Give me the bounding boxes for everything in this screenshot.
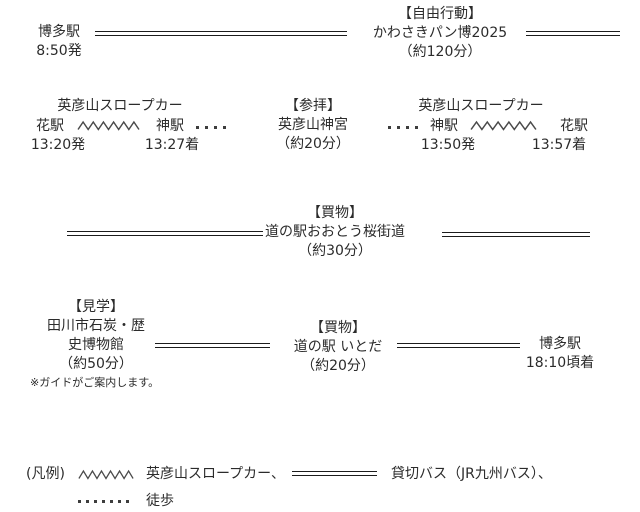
visit-duration: （約20分） — [276, 136, 350, 152]
bus-double-line — [442, 232, 590, 237]
slopecar1-title: 英彦山スロープカー — [57, 98, 183, 114]
shopping-duration: （約30分） — [298, 243, 372, 259]
museum-node: 【見学】 田川市石炭・歴 史博物館 （約50分） — [28, 298, 164, 374]
slopecar1-dep-time: 13:20発 — [30, 137, 86, 153]
depart-time: 8:50発 — [36, 43, 82, 59]
slopecar-wavy-line-icon — [77, 120, 140, 131]
shopping2-node: 【買物】 道の駅 いとだ （約20分） — [277, 319, 399, 376]
bus-double-line — [155, 343, 270, 348]
museum-duration: （約50分） — [59, 356, 133, 372]
shopping1-node: 【買物】 道の駅おおとう桜街道 （約30分） — [262, 204, 408, 261]
activity-duration: （約120分） — [398, 44, 482, 60]
station-name: 博多駅 — [539, 336, 581, 352]
slopecar2-arr-time: 13:57着 — [531, 137, 587, 153]
shopping-tag: 【買物】 — [310, 320, 366, 336]
legend-slopecar-label: 英彦山スロープカー、 — [146, 466, 286, 482]
legend-label: (凡例) — [26, 466, 65, 482]
arrive-time: 18:10頃着 — [525, 355, 595, 371]
shrine-visit-node: 【参拝】 英彦山神宮 （約20分） — [261, 97, 365, 154]
free-activity-node: 【自由行動】 かわさきパン博2025 （約120分） — [363, 5, 517, 62]
slopecar-wavy-line-icon — [78, 469, 134, 480]
shopping-name: 道の駅おおとう桜街道 — [265, 224, 405, 240]
shopping-name: 道の駅 いとだ — [293, 339, 383, 355]
slopecar-wavy-line-icon — [470, 120, 537, 131]
depart-station-node: 博多駅 8:50発 — [24, 23, 94, 61]
slopecar2-to-station: 花駅 — [560, 118, 588, 134]
activity-tag: 【自由行動】 — [398, 6, 482, 22]
walk-dots-icon — [196, 126, 226, 129]
slopecar1-to-station: 神駅 — [156, 118, 184, 134]
slopecar1-from-station: 花駅 — [36, 118, 64, 134]
activity-name: かわさきパン博2025 — [372, 25, 508, 41]
guide-note: ※ガイドがご案内します。 — [30, 376, 160, 389]
slopecar2-from-station: 神駅 — [430, 118, 458, 134]
museum-tag: 【見学】 — [68, 299, 124, 315]
legend-bus-label: 貸切バス（JR九州バス）、 — [391, 466, 552, 482]
bus-double-line — [397, 343, 520, 348]
museum-name-line1: 田川市石炭・歴 — [47, 318, 145, 334]
bus-double-line — [526, 31, 620, 36]
museum-name-line2: 史博物館 — [68, 337, 124, 353]
slopecar2-title: 英彦山スロープカー — [418, 98, 544, 114]
walk-dots-icon — [388, 126, 418, 129]
bus-double-line — [95, 31, 347, 36]
arrive-station-node: 博多駅 18:10頃着 — [518, 335, 602, 373]
shopping-tag: 【買物】 — [307, 205, 363, 221]
slopecar2-dep-time: 13:50発 — [420, 137, 476, 153]
walk-dots-icon — [78, 500, 130, 503]
station-name: 博多駅 — [38, 24, 80, 40]
slopecar1-arr-time: 13:27着 — [144, 137, 200, 153]
shopping-duration: （約20分） — [301, 358, 375, 374]
bus-double-line — [292, 471, 377, 476]
visit-name: 英彦山神宮 — [278, 117, 348, 133]
bus-double-line — [67, 231, 263, 236]
visit-tag: 【参拝】 — [285, 98, 341, 114]
legend-walk-label: 徒歩 — [146, 493, 174, 509]
